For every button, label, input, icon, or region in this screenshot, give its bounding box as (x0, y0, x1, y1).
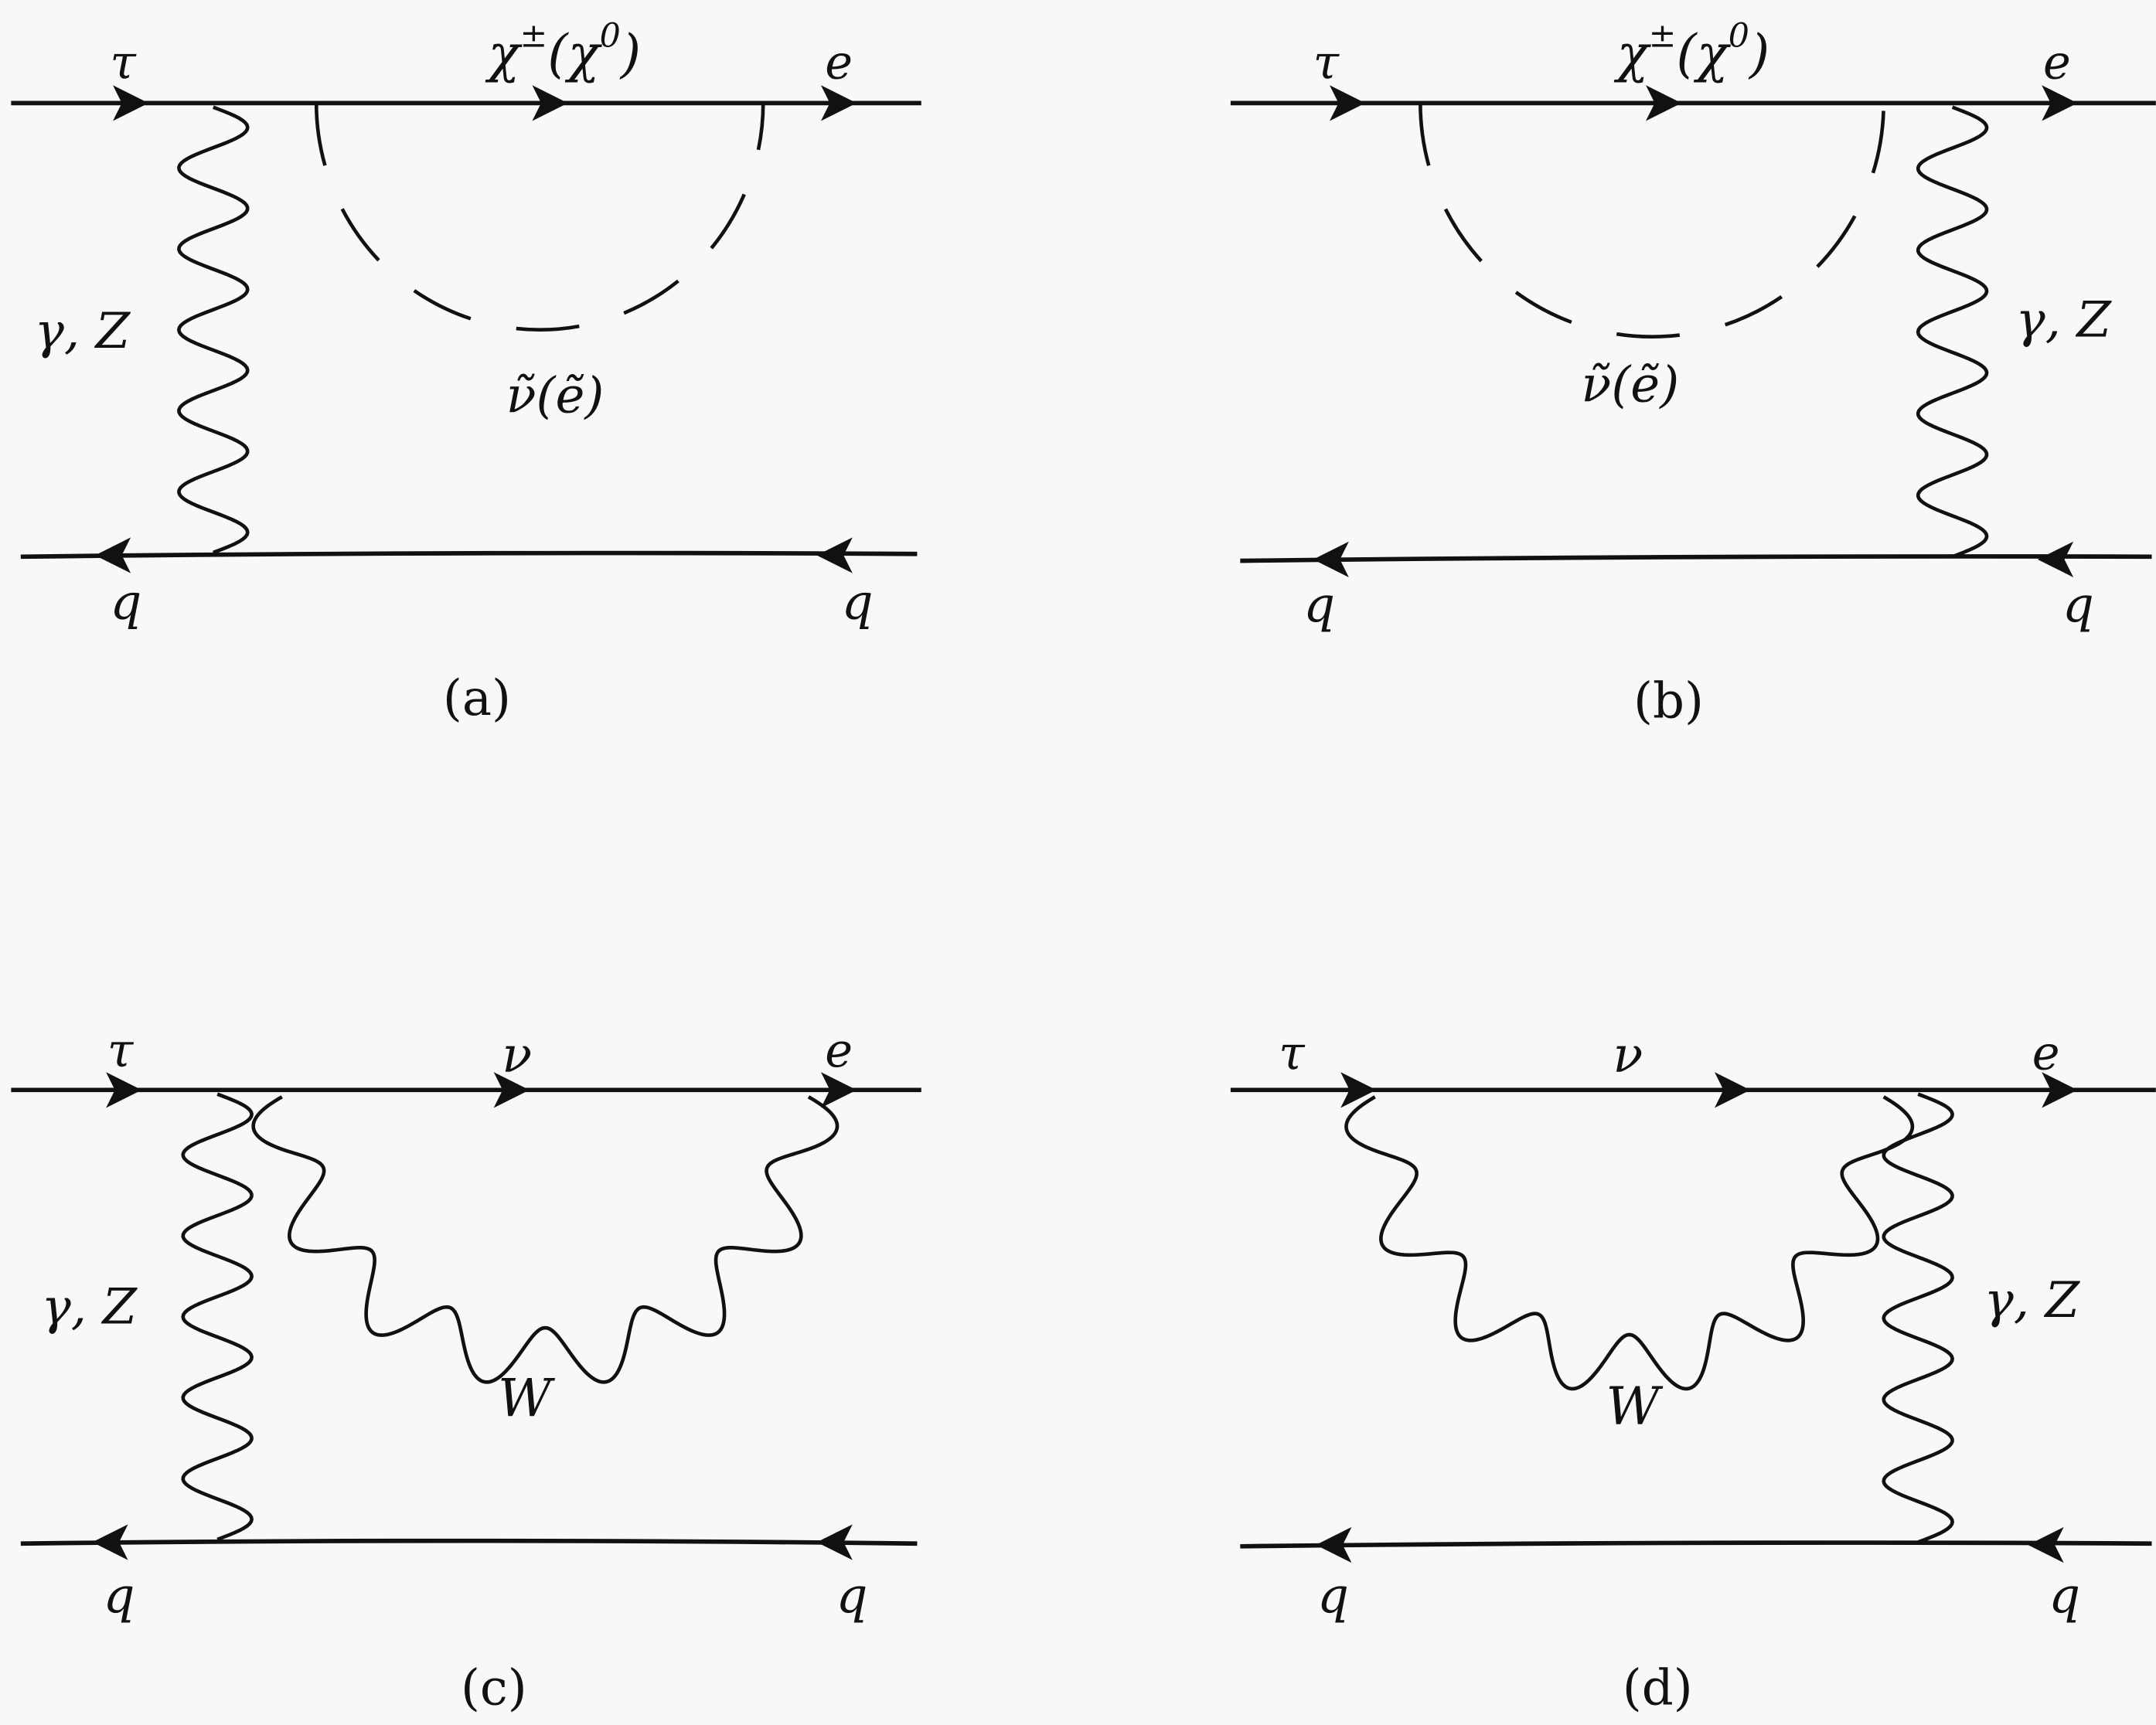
arrow-icon (1340, 1072, 1377, 1108)
label-quark-right: q (2062, 577, 2094, 634)
arrow-icon (106, 1072, 142, 1108)
diagram-a: τ χ±(χ0) e γ, Z ν̃(ẽ) q q (a) (11, 16, 921, 727)
label-chargino: χ±(χ0) (1614, 16, 1770, 83)
label-neutrino: ν (1613, 1027, 1643, 1084)
arrow-icon (2037, 541, 2074, 577)
arrow-icon (820, 1072, 857, 1108)
diagram-b: τ χ±(χ0) e γ, Z ν̃(ẽ) q q (b) (1230, 16, 2156, 730)
arrow-icon (92, 1524, 128, 1560)
diagram-c: τ ν e γ, Z W q q (c) (11, 1024, 921, 1716)
label-loop: ν̃(ẽ) (1581, 356, 1679, 413)
arrow-icon (532, 85, 568, 121)
sneutrino-loop (1419, 103, 1886, 339)
label-tau: τ (107, 1024, 135, 1078)
label-boson: γ, Z (2015, 292, 2112, 349)
gamma-z-propagator (1882, 1092, 1954, 1544)
arrow-icon (1714, 1072, 1751, 1108)
label-quark-left: q (104, 1567, 135, 1625)
arrow-icon (1329, 85, 1366, 121)
arrow-icon (2042, 85, 2078, 121)
diagram-b-lines (1230, 85, 2156, 577)
label-boson: γ, Z (1984, 1272, 2081, 1329)
arrow-icon (113, 85, 149, 121)
label-chargino: χ±(χ0) (485, 16, 642, 83)
arrow-icon (94, 537, 131, 573)
label-loop: W (498, 1367, 556, 1428)
arrow-icon (493, 1072, 530, 1108)
caption: (b) (1633, 672, 1704, 730)
caption: (c) (461, 1659, 527, 1716)
caption: (a) (443, 670, 511, 727)
arrow-icon (816, 1524, 853, 1560)
label-electron: e (825, 36, 853, 90)
caption: (d) (1623, 1659, 1693, 1716)
label-electron: e (2043, 36, 2071, 90)
label-tau: τ (1279, 1027, 1306, 1081)
arrow-icon (1313, 541, 1349, 577)
w-boson-loop (1344, 1095, 1915, 1391)
diagram-a-lines (11, 85, 921, 573)
label-neutrino: ν (502, 1027, 532, 1084)
sneutrino-loop (314, 103, 765, 332)
diagram-d: τ ν e γ, Z W q q (d) (1230, 1027, 2156, 1716)
arrow-icon (1646, 85, 1682, 121)
label-quark-right: q (836, 1567, 867, 1625)
label-quark-left: q (1317, 1567, 1349, 1625)
label-loop: W (1606, 1376, 1664, 1437)
label-loop: ν̃(ẽ) (506, 368, 605, 425)
diagram-c-lines (11, 1072, 921, 1560)
gamma-z-propagator (1916, 105, 1989, 559)
quark-line (20, 550, 918, 560)
label-boson: γ, Z (42, 1279, 138, 1336)
quark-line (1240, 1540, 2152, 1549)
gamma-z-propagator (176, 105, 250, 555)
arrow-icon (820, 85, 857, 121)
gamma-z-propagator (181, 1092, 254, 1542)
label-quark-left: q (1303, 577, 1335, 634)
label-boson: γ, Z (35, 303, 131, 360)
label-tau: τ (110, 36, 137, 90)
label-electron: e (825, 1024, 853, 1078)
label-electron: e (2032, 1027, 2060, 1081)
arrow-icon (2028, 1526, 2064, 1563)
diagram-d-lines (1230, 1072, 2156, 1563)
arrow-icon (1316, 1526, 1352, 1563)
arrow-icon (2042, 1072, 2078, 1108)
quark-line (1240, 554, 2152, 563)
label-quark-left: q (110, 573, 141, 631)
quark-line (20, 1538, 918, 1546)
label-tau: τ (1313, 36, 1340, 90)
label-quark-right: q (2049, 1567, 2080, 1625)
w-boson-loop (251, 1095, 840, 1384)
label-quark-right: q (842, 573, 874, 631)
arrow-icon (816, 537, 853, 573)
